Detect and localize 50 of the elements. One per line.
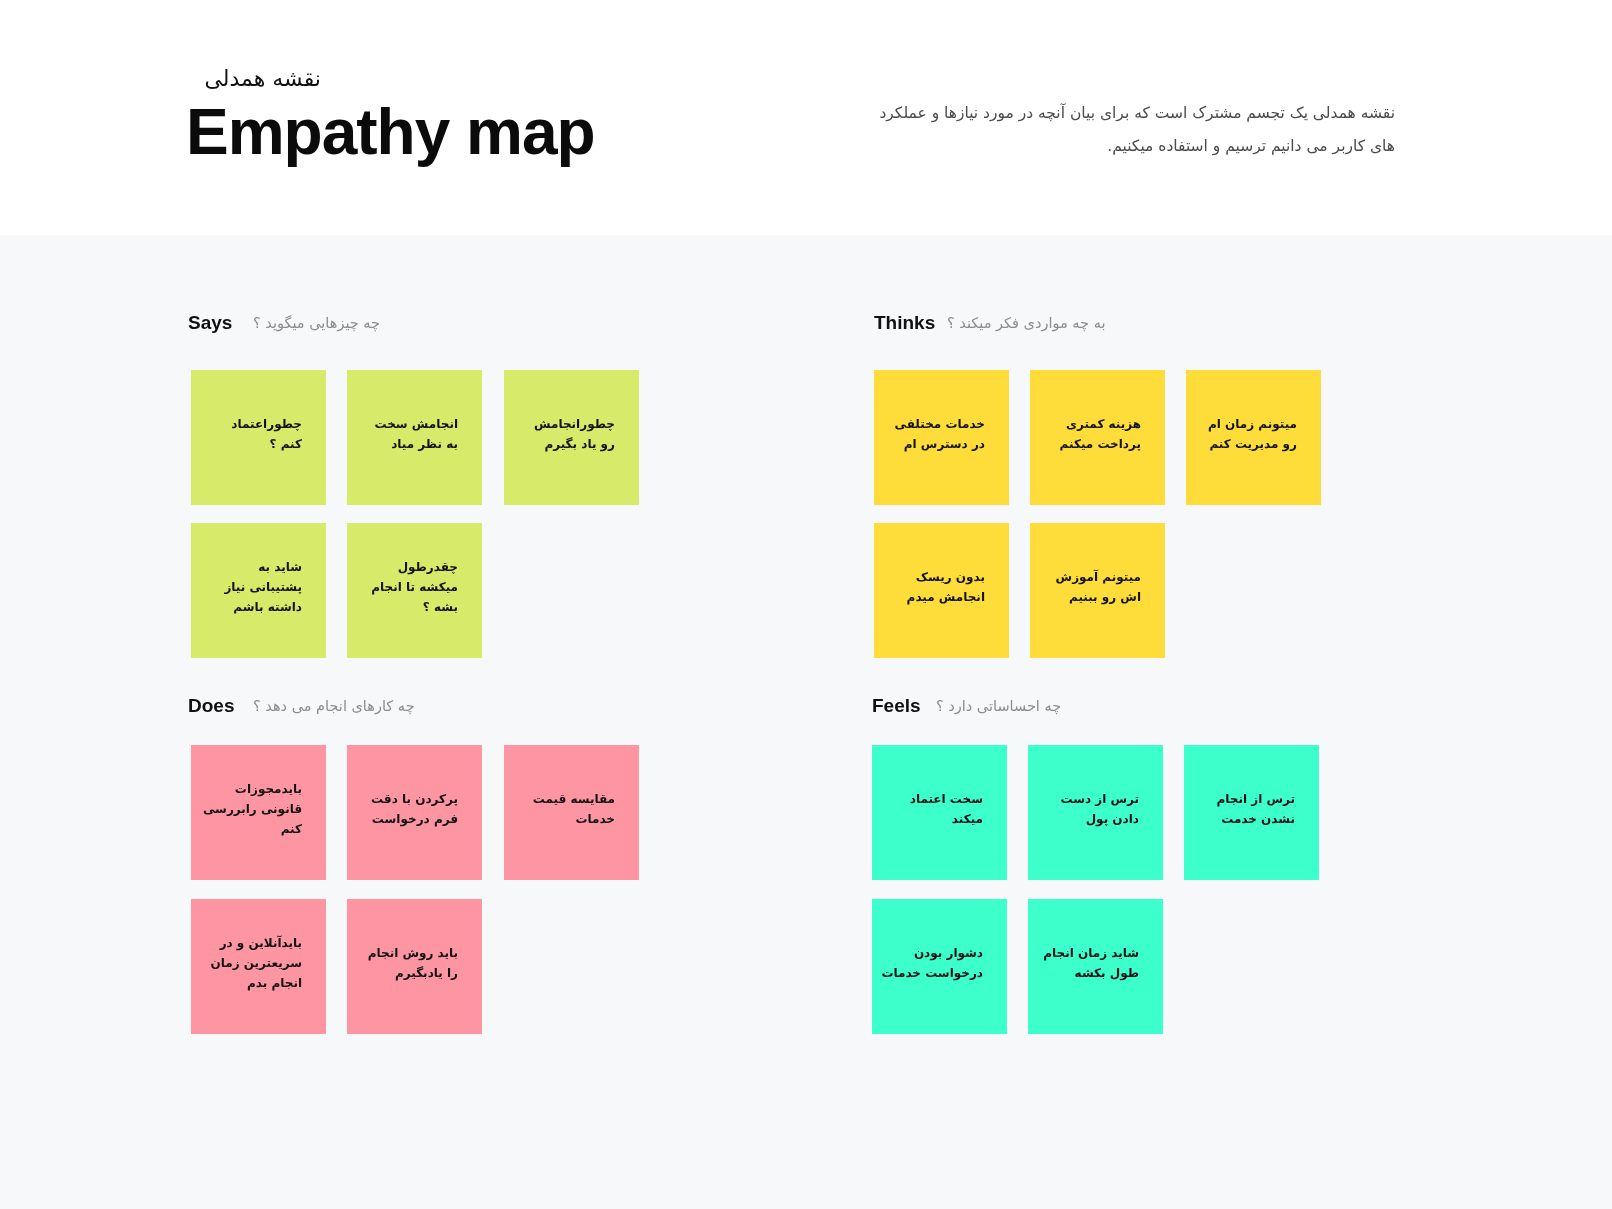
- section-question: به چه مواردی فکر میکند ؟: [947, 314, 1106, 334]
- sticky-note: [504, 745, 639, 880]
- section-heading: Does: [188, 695, 235, 717]
- sticky-note: [874, 523, 1009, 658]
- sticky-note: [191, 523, 326, 658]
- note-text: خدمات مختلفی در دسترس ام: [893, 415, 985, 454]
- sticky-note: [1184, 745, 1319, 880]
- section-heading: Thinks: [874, 312, 936, 334]
- sticky-note: [1030, 523, 1165, 658]
- sticky-note: [504, 370, 639, 505]
- note-text: شاید زمان انجام طول بکشه: [1042, 944, 1139, 983]
- sticky-note: [191, 370, 326, 505]
- sticky-note: [1186, 370, 1321, 505]
- sticky-note: [191, 899, 326, 1034]
- note-text: باید روش انجام را یادبگیرم: [366, 944, 458, 983]
- subtitle: نقشه همدلی: [204, 65, 321, 93]
- note-text: دشوار بودن درخواست خدمات: [880, 944, 983, 983]
- note-text: ترس از انجام نشدن خدمت: [1215, 790, 1295, 828]
- note-text: شاید به پشتیبانی نیاز داشته باشم: [223, 558, 302, 616]
- note-text: سخت اعتماد میکند: [908, 790, 983, 828]
- note-text: انجامش سخت به نظر میاد: [373, 415, 458, 453]
- sticky-note: [347, 370, 482, 505]
- sticky-note: [872, 745, 1007, 880]
- section-question: چه احساساتی دارد ؟: [936, 697, 1062, 717]
- section-question: چه کارهای انجام می دهد ؟: [253, 697, 415, 716]
- sticky-note: [347, 523, 482, 658]
- note-text: چطوراعتماد کنم ؟: [230, 415, 302, 453]
- section-heading: Feels: [872, 695, 921, 717]
- sticky-note: [347, 745, 482, 880]
- note-text: بایدمجوزات قانونی رابررسی کنم: [201, 780, 302, 838]
- note-text: پرکردن با دقت فرم درخواست: [370, 790, 458, 829]
- sticky-note: [1028, 899, 1163, 1034]
- note-text: ترس از دست دادن پول: [1059, 790, 1139, 829]
- sticky-note: [1028, 745, 1163, 880]
- note-text: بدون ریسک انجامش میدم: [905, 568, 985, 607]
- note-text: بایدآنلاین و در سریعترین زمان انجام بدم: [209, 934, 302, 993]
- sticky-note: [347, 899, 482, 1034]
- sticky-note: [191, 745, 326, 880]
- note-text: چطورانجامش رو یاد بگیرم: [533, 415, 615, 454]
- description-text: نقشه همدلی یک تجسم مشترک است که برای بیان آنچه در مورد نیازها و عملکرد های کاربر می دانیم ترسیم و استفاده میکنیم.: [878, 102, 1395, 158]
- note-text: میتونم آموزش اش رو ببنیم: [1054, 568, 1141, 607]
- note-text: مقایسه قیمت خدمات: [531, 790, 615, 828]
- sticky-note: [874, 370, 1009, 505]
- section-question: چه چیزهایی میگوید ؟: [253, 314, 381, 334]
- note-text: هزینه کمتری پرداخت میکنم: [1058, 415, 1141, 453]
- note-text: میتونم زمان ام رو مدیریت کنم: [1207, 415, 1297, 454]
- note-text: چقدرطول میکشه تا انجام بشه ؟: [370, 558, 458, 616]
- sticky-note: [1030, 370, 1165, 505]
- section-heading: Says: [188, 312, 233, 334]
- sticky-note: [872, 899, 1007, 1034]
